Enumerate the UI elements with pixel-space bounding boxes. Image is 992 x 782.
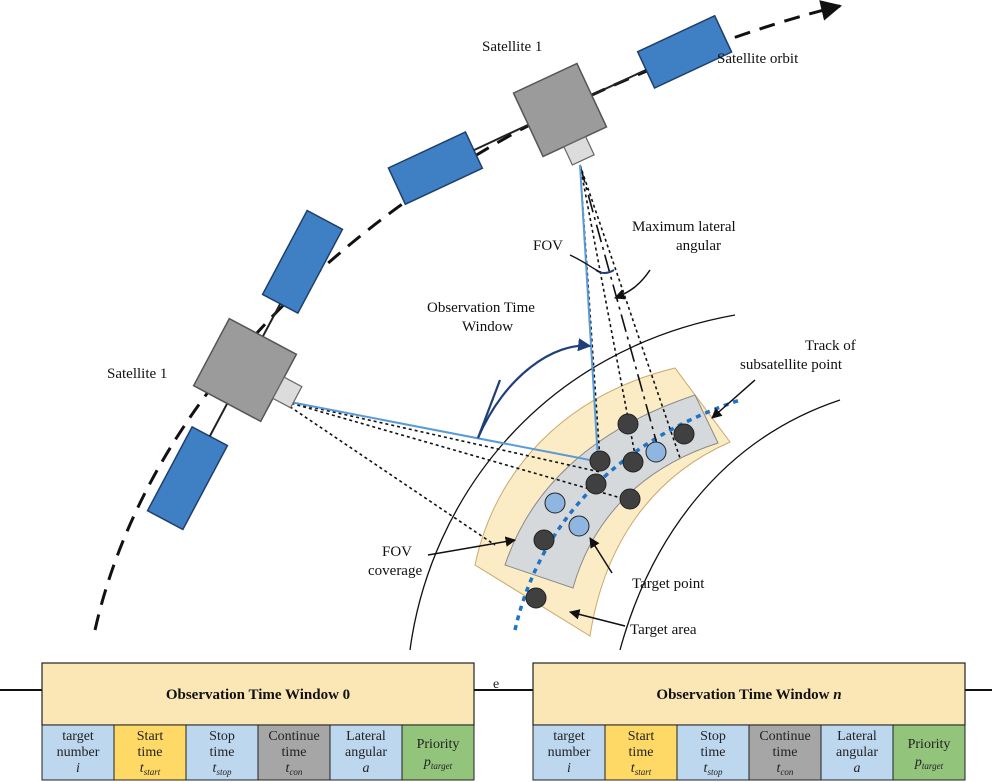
target-point-icon [619, 488, 641, 510]
label-track-2: subsatellite point [740, 357, 843, 373]
target-point-icon [525, 587, 547, 609]
cell-lateral-angular-2: angular [345, 745, 387, 760]
fov-center-line-top [579, 164, 599, 461]
fov-center-line-left [279, 399, 591, 461]
observation-window-arc [476, 338, 592, 439]
window-title: Observation Time Window 0 [166, 687, 350, 703]
cell-stop-time-2: time [210, 745, 235, 760]
cell-continue-time-2: time [773, 745, 798, 760]
label-fov-coverage-2: coverage [368, 563, 422, 579]
window-title: Observation Time Window n [656, 687, 841, 703]
label-target-area: Target area [630, 622, 697, 638]
cell-stop-time: Stop [700, 729, 726, 744]
cell-stop-time: Stop [209, 729, 235, 744]
observation-window-n: Observation Time Window n target number … [532, 662, 966, 781]
cell-priority: Priority [417, 737, 460, 752]
fov-coverage-area [504, 394, 719, 589]
satellite-orbit-path [93, 0, 843, 631]
cell-lateral-angular-symbol: a [854, 761, 861, 776]
cell-stop-time-2: time [701, 745, 726, 760]
target-point-icon [589, 450, 611, 472]
cell-target-number: target [62, 729, 94, 744]
target-point-icon [645, 441, 667, 463]
max-lateral-lines [579, 164, 661, 456]
cell-lateral-angular: Lateral [346, 729, 386, 744]
cell-target-number: target [553, 729, 585, 744]
observation-window-0: Observation Time Window 0 target number … [41, 662, 475, 781]
cell-continue-time-2: time [282, 745, 307, 760]
track-pointer [711, 379, 756, 419]
label-fov: FOV [533, 238, 563, 254]
cell-continue-time: Continue [268, 729, 319, 744]
cell-start-time: Start [628, 729, 655, 744]
label-fov-coverage-1: FOV [382, 544, 412, 560]
satellite-icon [387, 14, 733, 206]
target-area-pointer [568, 609, 626, 627]
cell-continue-time: Continue [759, 729, 810, 744]
target-points [525, 413, 695, 609]
target-point-icon [544, 492, 566, 514]
cell-start-time-2: time [138, 745, 163, 760]
target-point-icon [673, 423, 695, 445]
target-point-icon [617, 413, 639, 435]
cell-target-number-symbol: i [76, 761, 80, 776]
target-point-icon [585, 473, 607, 495]
earth-inner-curve [619, 399, 841, 651]
label-satellite-top: Satellite 1 [482, 39, 542, 55]
label-otw-1: Observation Time [427, 300, 535, 316]
fov-coverage-pointer [427, 536, 517, 556]
cell-start-time: Start [137, 729, 164, 744]
target-point-icon [622, 451, 644, 473]
cell-lateral-angular: Lateral [837, 729, 877, 744]
target-point-pointer [589, 537, 613, 574]
label-track-1: Track of [805, 338, 856, 354]
cell-target-number-2: number [548, 745, 591, 760]
label-satellite-left: Satellite 1 [107, 366, 167, 382]
timeline-separator: e [493, 677, 499, 692]
fov-lines-left [279, 399, 629, 546]
fov-pointer [569, 254, 601, 273]
cell-lateral-angular-symbol: a [363, 761, 370, 776]
label-target-point: Target point [632, 576, 705, 592]
target-point-icon [533, 529, 555, 551]
max-lateral-pointer [614, 269, 651, 300]
cell-priority: Priority [908, 737, 951, 752]
cell-target-number-symbol: i [567, 761, 571, 776]
earth-outer-curve [409, 314, 736, 651]
cell-lateral-angular-2: angular [836, 745, 878, 760]
label-otw-2: Window [462, 319, 513, 335]
solar-panel-icon [146, 425, 229, 531]
label-satellite-orbit: Satellite orbit [717, 51, 799, 67]
target-point-icon [568, 515, 590, 537]
label-max-lateral-1: Maximum lateral [632, 219, 736, 235]
solar-panel-icon [387, 131, 484, 206]
satellite-icon [146, 209, 344, 531]
label-max-lateral-2: angular [676, 238, 721, 254]
cell-start-time-2: time [629, 745, 654, 760]
cell-target-number-2: number [57, 745, 100, 760]
observation-window-arc-start [476, 379, 502, 439]
